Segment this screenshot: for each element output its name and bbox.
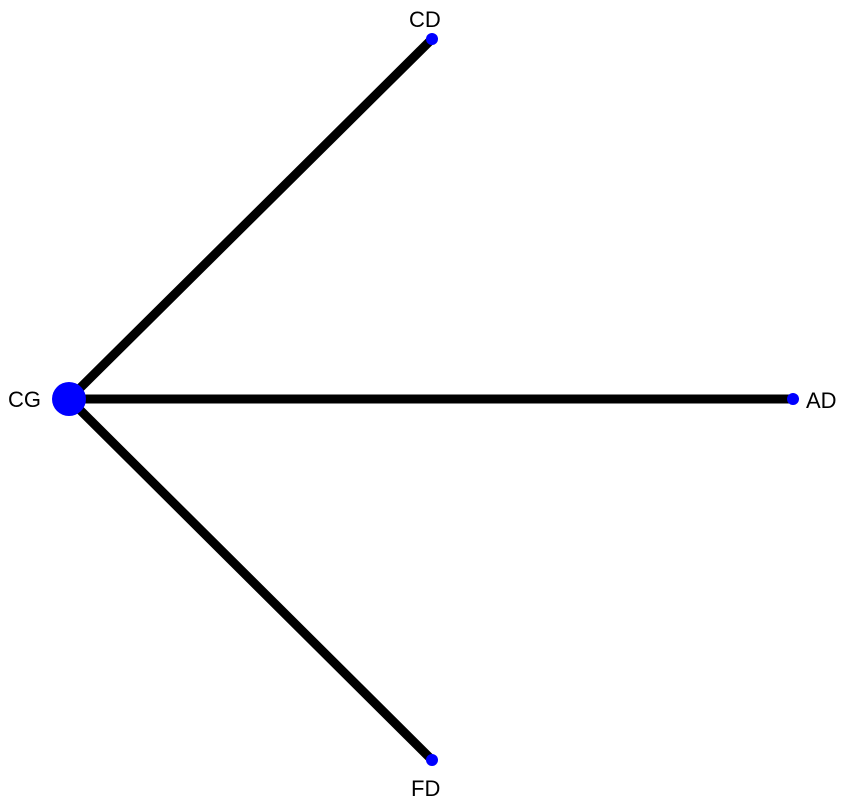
node-cd	[426, 33, 438, 45]
node-ad	[787, 393, 799, 405]
edges-layer	[64, 34, 798, 765]
labels-layer: CG CD AD FD	[8, 7, 837, 801]
node-label-cd: CD	[409, 7, 441, 32]
node-cg	[52, 382, 86, 416]
edge-cg-fd	[64, 394, 437, 765]
node-label-cg: CG	[8, 387, 41, 412]
node-label-ad: AD	[806, 388, 837, 413]
node-fd	[426, 754, 438, 766]
node-label-fd: FD	[411, 776, 440, 801]
edge-cg-cd	[64, 34, 437, 404]
nodes-layer	[52, 33, 799, 766]
